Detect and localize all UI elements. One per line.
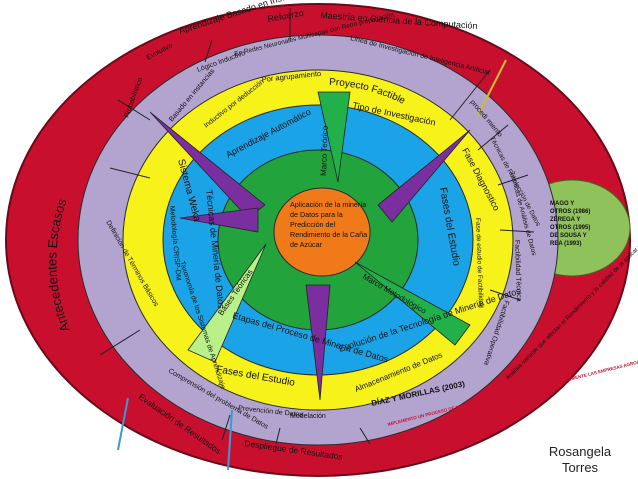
- wedge-marco-metodologico: [354, 261, 471, 346]
- yel-item-factibilidad: Fase de estudio de Factibilidad: [474, 218, 484, 309]
- side-note-line-3: OTROS (1995): [550, 225, 591, 231]
- purple-arrow-topright: [377, 129, 471, 223]
- side-note-line-5: REA (1993): [550, 241, 582, 247]
- wedge-marco-teorico: [317, 91, 351, 183]
- lav-item-fact-tecnica: Factibilidad Técnica: [513, 240, 522, 302]
- side-note-line-0: MAGO Y: [550, 201, 575, 207]
- purple-arrow-bottom: [305, 284, 331, 401]
- wedge-bases-teoricas: [187, 243, 267, 363]
- author-name: Rosangela Torres: [530, 444, 630, 476]
- wedge-label-marco-teorico: Marco Teórico: [319, 125, 330, 176]
- author-first-name: Rosangela: [548, 444, 612, 459]
- author-last-name: Torres: [561, 460, 599, 475]
- side-note-line-4: DE SOUSA Y: [550, 233, 587, 239]
- lav-item-modelacion: Modelación: [290, 413, 326, 420]
- ring-dividers: [99, 8, 535, 471]
- purple-arrow-left: [179, 207, 259, 233]
- center-circle: [273, 187, 371, 277]
- side-note: MAGO Y OTROS (1986) ZÉREGA Y OTROS (1995…: [550, 200, 598, 248]
- side-note-line-1: OTROS (1986): [550, 209, 591, 215]
- center-title: Aplicación de la minería de Datos para l…: [290, 200, 368, 249]
- side-note-line-2: ZÉREGA Y: [550, 217, 581, 223]
